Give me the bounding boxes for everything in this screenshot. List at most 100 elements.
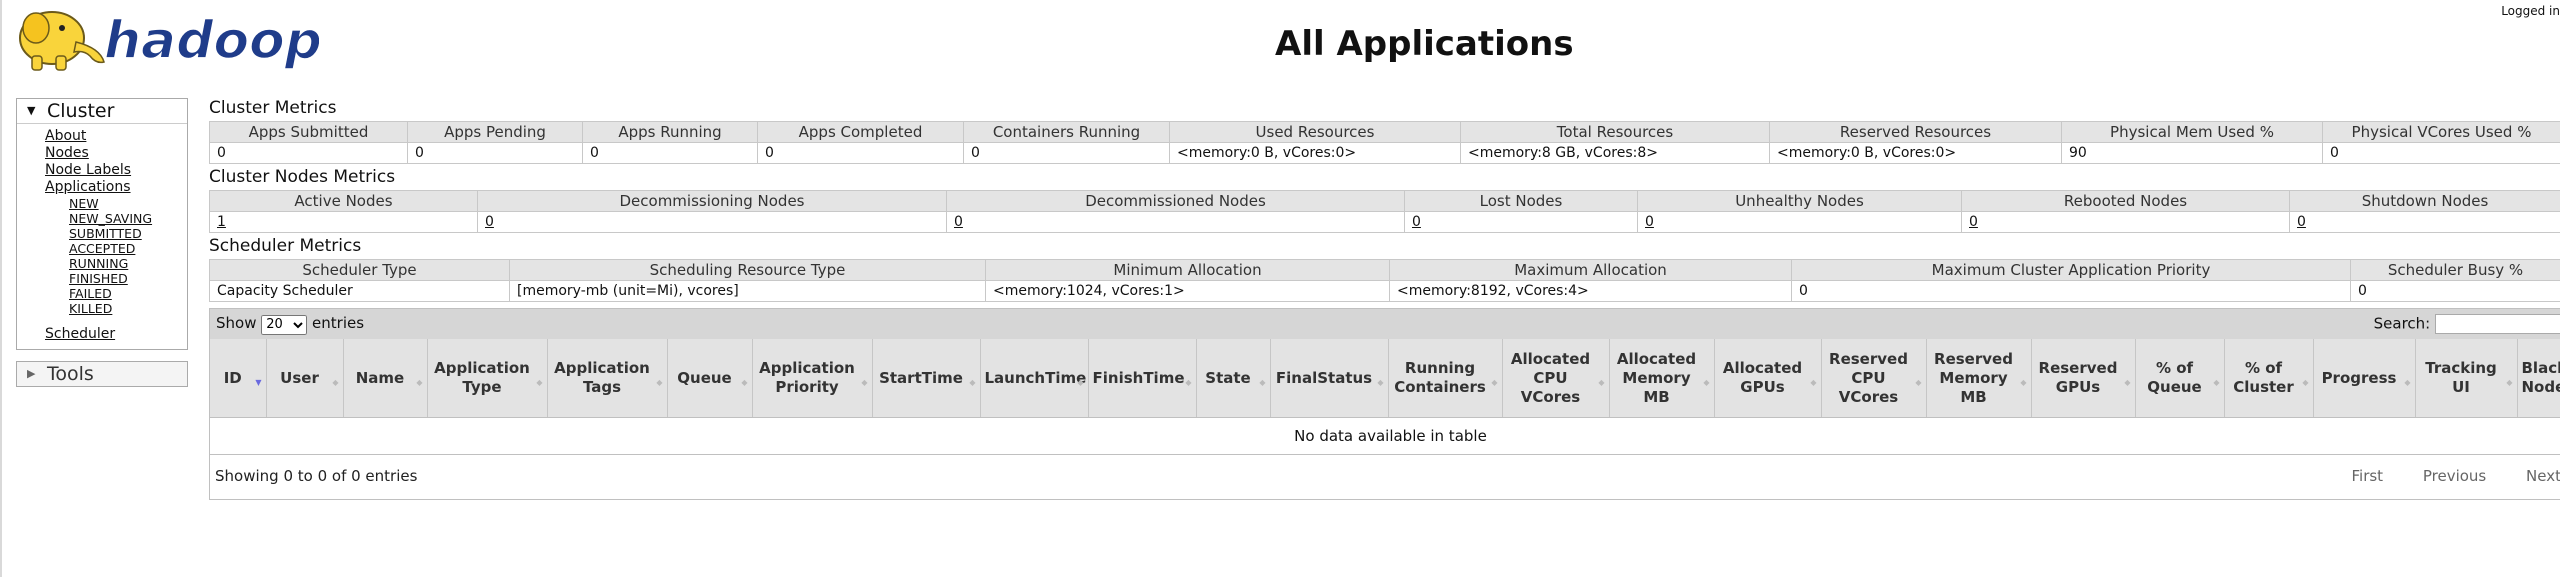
value-scheduler-type: Capacity Scheduler xyxy=(209,280,510,302)
col-application-type[interactable]: Application Type◆ xyxy=(427,339,548,418)
first-page-button[interactable]: First xyxy=(2351,467,2384,485)
link-decommissioned-nodes[interactable]: 0 xyxy=(954,214,963,230)
col-reserved-gpus[interactable]: Reserved GPUs◆ xyxy=(2031,339,2136,418)
elephant-icon xyxy=(19,11,105,71)
col-scheduler-busy: Scheduler Busy % xyxy=(2350,259,2560,281)
col-percent-of-cluster-label: % of Cluster xyxy=(2233,359,2294,396)
value-containers-running: 0 xyxy=(963,142,1170,164)
nav-link-state-submitted[interactable]: SUBMITTED xyxy=(69,226,142,241)
nav-link-nodes[interactable]: Nodes xyxy=(45,145,89,161)
value-scheduling-resource-type: [memory-mb (unit=Mi), vcores] xyxy=(509,280,986,302)
search-input[interactable] xyxy=(2435,314,2560,334)
link-shutdown-nodes[interactable]: 0 xyxy=(2297,214,2306,230)
table-footer: Showing 0 to 0 of 0 entries First Previo… xyxy=(210,455,2560,499)
col-reserved-cpu-vcores[interactable]: Reserved CPU VCores◆ xyxy=(1821,339,1927,418)
col-allocated-gpus-label: Allocated GPUs xyxy=(1722,359,1803,396)
nav-link-applications[interactable]: Applications xyxy=(45,179,131,195)
sort-icon: ◆ xyxy=(2124,378,2131,387)
col-physical-mem-used: Physical Mem Used % xyxy=(2061,121,2323,143)
col-apps-running: Apps Running xyxy=(582,121,758,143)
scheduler-metrics-title: Scheduler Metrics xyxy=(209,236,362,256)
col-active-nodes: Active Nodes xyxy=(209,190,478,212)
nav-link-about[interactable]: About xyxy=(45,128,87,144)
link-lost-nodes[interactable]: 0 xyxy=(1412,214,1421,230)
value-minimum-allocation: <memory:1024, vCores:1> xyxy=(985,280,1390,302)
col-apps-completed: Apps Completed xyxy=(757,121,964,143)
node-metrics-table: Active Nodes Decommissioning Nodes Decom… xyxy=(209,190,2560,233)
col-maximum-allocation: Maximum Allocation xyxy=(1389,259,1792,281)
value-scheduler-busy: 0 xyxy=(2350,280,2560,302)
col-finalstatus[interactable]: FinalStatus◆ xyxy=(1270,339,1389,418)
cluster-header[interactable]: ▼ Cluster xyxy=(17,99,187,124)
nav-link-scheduler[interactable]: Scheduler xyxy=(45,326,116,342)
col-finishtime[interactable]: FinishTime◆ xyxy=(1088,339,1197,418)
nav-link-state-new[interactable]: NEW xyxy=(69,196,99,211)
col-finishtime-label: FinishTime xyxy=(1092,368,1185,387)
tools-header[interactable]: ▶ Tools xyxy=(16,361,188,387)
link-unhealthy-nodes[interactable]: 0 xyxy=(1645,214,1654,230)
search-control: Search: xyxy=(2374,314,2560,334)
col-percent-of-queue[interactable]: % of Queue◆ xyxy=(2135,339,2225,418)
nav-link-state-new-saving[interactable]: NEW_SAVING xyxy=(69,211,153,226)
col-starttime-label: StartTime xyxy=(879,368,963,387)
nav-link-state-finished[interactable]: FINISHED xyxy=(69,271,128,286)
col-user[interactable]: User◆ xyxy=(266,339,344,418)
tools-label: Tools xyxy=(47,363,94,385)
hadoop-logo[interactable]: hadoop xyxy=(14,4,319,76)
value-maximum-allocation: <memory:8192, vCores:4> xyxy=(1389,280,1792,302)
link-active-nodes[interactable]: 1 xyxy=(217,214,226,230)
col-launchtime-label: LaunchTime xyxy=(984,368,1087,387)
col-allocated-cpu-vcores[interactable]: Allocated CPU VCores◆ xyxy=(1502,339,1610,418)
pagination: First Previous Next xyxy=(2317,467,2560,485)
cluster-metrics-value-row: 0 0 0 0 0 <memory:0 B, vCores:0> <memory… xyxy=(209,142,2560,164)
sort-icon: ◆ xyxy=(2506,378,2513,387)
col-percent-of-cluster[interactable]: % of Cluster◆ xyxy=(2224,339,2314,418)
cluster-links: About Nodes Node Labels Applications NEW… xyxy=(17,124,187,349)
link-decommissioning-nodes[interactable]: 0 xyxy=(485,214,494,230)
page-length-select[interactable]: 20 xyxy=(261,314,308,335)
col-progress[interactable]: Progress◆ xyxy=(2313,339,2416,418)
value-used-resources: <memory:0 B, vCores:0> xyxy=(1169,142,1461,164)
col-running-containers[interactable]: Running Containers◆ xyxy=(1388,339,1503,418)
sort-icon: ◆ xyxy=(2404,378,2411,387)
col-decommissioning-nodes: Decommissioning Nodes xyxy=(477,190,947,212)
col-name[interactable]: Name◆ xyxy=(343,339,428,418)
col-allocated-memory-mb[interactable]: Allocated Memory MB◆ xyxy=(1609,339,1715,418)
link-rebooted-nodes[interactable]: 0 xyxy=(1969,214,1978,230)
col-queue[interactable]: Queue◆ xyxy=(667,339,753,418)
scheduler-metrics-value-row: Capacity Scheduler [memory-mb (unit=Mi),… xyxy=(209,280,2560,302)
nav-link-node-labels[interactable]: Node Labels xyxy=(45,162,132,178)
col-decommissioned-nodes: Decommissioned Nodes xyxy=(946,190,1405,212)
col-reserved-memory-mb[interactable]: Reserved Memory MB◆ xyxy=(1926,339,2032,418)
col-launchtime[interactable]: LaunchTime◆ xyxy=(980,339,1089,418)
col-state[interactable]: State◆ xyxy=(1196,339,1271,418)
col-application-tags[interactable]: Application Tags◆ xyxy=(547,339,668,418)
col-allocated-gpus[interactable]: Allocated GPUs◆ xyxy=(1714,339,1822,418)
triangle-right-icon: ▶ xyxy=(27,367,36,380)
sort-desc-icon: ▼ xyxy=(255,378,262,387)
node-metrics-title: Cluster Nodes Metrics xyxy=(209,167,396,187)
page-length-control: Show 20 entries xyxy=(216,314,364,335)
col-tracking-ui[interactable]: Tracking UI ◆ xyxy=(2415,339,2518,418)
col-rebooted-nodes: Rebooted Nodes xyxy=(1961,190,2290,212)
previous-page-button[interactable]: Previous xyxy=(2422,467,2487,485)
cell-lost-nodes: 0 xyxy=(1404,211,1638,233)
nav-link-state-running[interactable]: RUNNING xyxy=(69,256,129,271)
nav-link-state-killed[interactable]: KILLED xyxy=(69,301,113,316)
left-navigation: ▼ Cluster About Nodes Node Labels Applic… xyxy=(16,98,188,387)
nav-link-state-accepted[interactable]: ACCEPTED xyxy=(69,241,136,256)
cluster-section: ▼ Cluster About Nodes Node Labels Applic… xyxy=(16,98,188,350)
main-content: Cluster Metrics Apps Submitted Apps Pend… xyxy=(209,95,2560,500)
next-page-button[interactable]: Next xyxy=(2526,467,2560,485)
cell-decommissioned-nodes: 0 xyxy=(946,211,1405,233)
col-state-label: State xyxy=(1205,368,1251,387)
sort-icon: ◆ xyxy=(536,378,543,387)
col-blacklisted-nodes[interactable]: Blacklisted Nodes xyxy=(2517,339,2560,418)
col-application-priority[interactable]: Application Priority◆ xyxy=(752,339,873,418)
sort-icon: ◆ xyxy=(1598,378,1605,387)
col-tracking-ui-label: Tracking UI xyxy=(2425,359,2497,396)
col-starttime[interactable]: StartTime◆ xyxy=(872,339,981,418)
col-id[interactable]: ID▼ xyxy=(210,339,267,418)
sort-icon: ◆ xyxy=(416,378,423,387)
nav-link-state-failed[interactable]: FAILED xyxy=(69,286,112,301)
